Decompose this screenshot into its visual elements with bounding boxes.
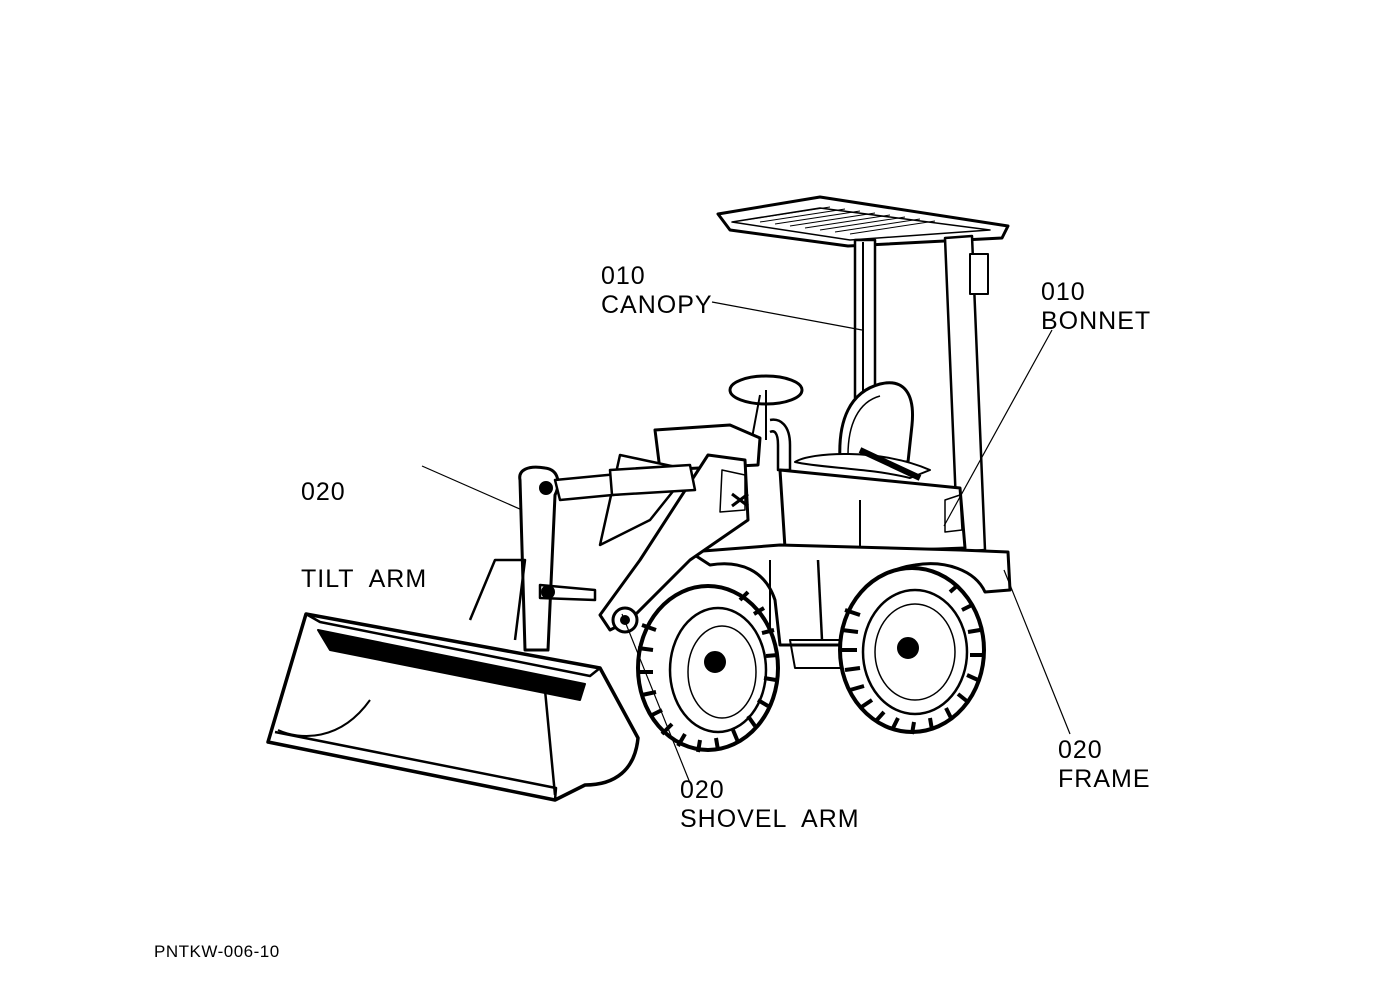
tilt-arm-drawing bbox=[518, 463, 697, 652]
drawing-code: PNTKW-006-10 bbox=[154, 942, 280, 961]
bonnet-leader-line bbox=[943, 329, 1053, 527]
bucket-drawing bbox=[266, 558, 640, 802]
callout-canopy: 010 CANOPY bbox=[601, 262, 713, 320]
tilt-arm-part-name: TILT ARM bbox=[301, 565, 428, 593]
shovel-arm-part-number: 020 bbox=[680, 776, 725, 804]
rear-wheel-drawing bbox=[838, 566, 986, 735]
bonnet-part-number: 010 bbox=[1041, 278, 1086, 306]
tilt-arm-part-number: 020 bbox=[301, 478, 346, 506]
canopy-drawing bbox=[716, 195, 1010, 554]
seat-drawing bbox=[794, 381, 931, 481]
frame-leader-line bbox=[1003, 569, 1071, 735]
leader-lines bbox=[421, 301, 1071, 784]
canopy-leader-line bbox=[711, 301, 863, 331]
callout-frame: 020 FRAME bbox=[1058, 736, 1151, 794]
callout-shovel-arm: 020 SHOVEL ARM bbox=[680, 776, 860, 834]
canopy-part-name: CANOPY bbox=[601, 291, 713, 319]
canopy-part-number: 010 bbox=[601, 262, 646, 290]
callout-bonnet: 010 BONNET bbox=[1041, 278, 1151, 336]
frame-part-number: 020 bbox=[1058, 736, 1103, 764]
bonnet-part-name: BONNET bbox=[1041, 307, 1152, 335]
frame-part-name: FRAME bbox=[1058, 765, 1151, 793]
front-wheel-drawing bbox=[636, 584, 780, 753]
tilt-arm-leader-line bbox=[421, 465, 523, 511]
callout-tilt-arm: 020 TILT ARM bbox=[301, 420, 427, 623]
shovel-arm-part-name: SHOVEL ARM bbox=[680, 805, 860, 833]
shovel-arm-leader-line bbox=[621, 613, 691, 784]
